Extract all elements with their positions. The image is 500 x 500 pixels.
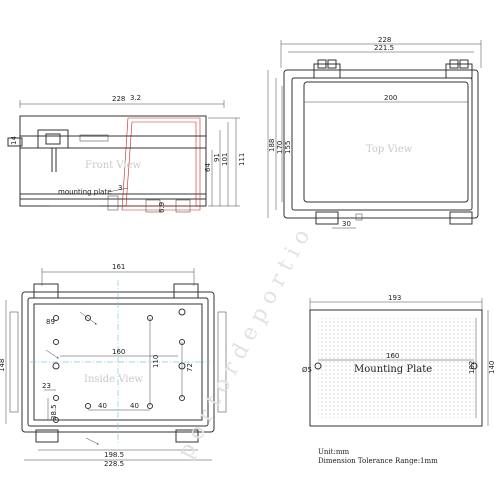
top-dim-228: 228 <box>378 36 391 44</box>
mounting-plate-view: 193 Ø5 160 Mounting Plate 102 140 <box>302 294 496 427</box>
plate-dim-5: Ø5 <box>302 366 312 374</box>
inside-dim-110: 110 <box>152 355 160 368</box>
inside-dim-72: 72 <box>186 363 194 372</box>
top-lid-window <box>303 81 469 203</box>
note-tolerance: Dimension Tolerance Range:1mm <box>318 457 438 465</box>
watermark: p o r t o r d e p o r t i o <box>173 226 315 463</box>
top-view: 228 221.5 200 188 170 155 30 Top View <box>267 36 482 229</box>
front-latch-body <box>37 129 69 149</box>
front-view: 228 3.2 14 mounting plate 3 6.9 <box>7 94 246 213</box>
front-dim-91: 91 <box>213 153 221 162</box>
inside-dim-198-5: 198.5 <box>104 451 124 459</box>
plate-dim-140: 140 <box>488 361 496 374</box>
top-dim-188: 188 <box>268 139 276 152</box>
top-view-title: Top View <box>366 144 413 155</box>
top-dim-30: 30 <box>342 220 351 228</box>
inside-dim-148: 148 <box>0 359 6 372</box>
plate-dim-160: 160 <box>386 352 399 360</box>
plate-dim-102: 102 <box>468 361 476 374</box>
inside-dim-40-right: 40 <box>130 402 139 410</box>
plate-title: Mounting Plate <box>354 364 432 375</box>
plate-outline <box>309 309 483 427</box>
front-dim-6-9: 6.9 <box>158 202 166 213</box>
front-dim-101: 101 <box>221 153 229 166</box>
top-dim-155: 155 <box>284 141 292 154</box>
note-unit: Unit:mm <box>318 448 349 456</box>
front-dim-3-2: 3.2 <box>130 94 141 102</box>
plate-hole-left <box>314 362 322 370</box>
inside-view: 161 <box>0 263 227 468</box>
plate-dim-193: 193 <box>388 294 401 302</box>
plate-hole-right <box>470 362 478 370</box>
plate-perforation <box>318 318 474 418</box>
front-mounting-plate-label: mounting plate <box>58 188 112 196</box>
inside-dim-228-5: 228.5 <box>104 460 124 468</box>
front-body-outline <box>19 115 207 207</box>
top-dim-170: 170 <box>276 141 284 154</box>
front-dim-14: 14 <box>10 136 18 145</box>
front-dim-64: 64 <box>204 163 212 172</box>
notes: Unit:mm Dimension Tolerance Range:1mm <box>318 448 438 465</box>
inside-dim-40-left: 40 <box>98 402 107 410</box>
inside-bosses <box>52 308 186 423</box>
inside-dim-160: 160 <box>112 348 125 356</box>
inside-dim-23: 23 <box>42 382 51 390</box>
front-dim-228: 228 <box>112 95 125 103</box>
front-view-title: Front View <box>85 160 142 171</box>
front-dim-3: 3 <box>118 184 122 192</box>
top-dim-221-5: 221.5 <box>374 44 394 52</box>
top-dim-200: 200 <box>384 94 397 102</box>
front-latch-hinge <box>7 137 23 147</box>
top-body-outline <box>283 69 479 219</box>
inside-view-title: Inside View <box>84 374 143 385</box>
inside-dim-38-5: 38.5 <box>50 404 58 420</box>
inside-dim-161: 161 <box>112 263 125 271</box>
inside-dim-89: 89 <box>46 318 55 326</box>
front-section-outline <box>122 117 201 211</box>
front-dim-111: 111 <box>238 153 246 166</box>
